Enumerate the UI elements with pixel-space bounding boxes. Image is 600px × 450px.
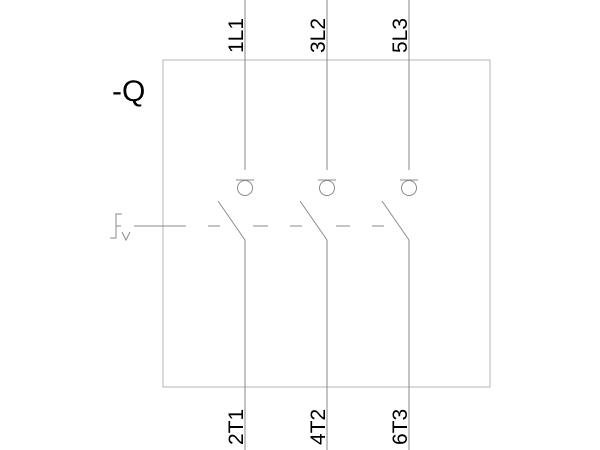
terminal-circle-icon xyxy=(401,180,417,196)
pole-1 xyxy=(217,0,254,450)
make-contact-icon xyxy=(217,200,246,241)
terminal-label-bottom-1: 2T1 xyxy=(225,409,248,445)
terminal-label-top-1: 1L1 xyxy=(225,18,248,53)
terminal-label-bottom-2: 4T2 xyxy=(307,409,330,445)
device-reference-label: -Q xyxy=(112,75,145,108)
terminal-label-top-2: 3L2 xyxy=(307,18,330,53)
make-contact-icon xyxy=(299,200,328,241)
terminal-circle-icon xyxy=(237,180,253,196)
manual-rotary-actuator-icon xyxy=(110,213,131,242)
terminal-label-bottom-3: 6T3 xyxy=(389,409,412,445)
terminal-label-top-3: 5L3 xyxy=(389,18,412,53)
make-contact-icon xyxy=(381,200,410,241)
pole-2 xyxy=(299,0,336,450)
pole-3 xyxy=(381,0,418,450)
terminal-circle-icon xyxy=(319,180,335,196)
